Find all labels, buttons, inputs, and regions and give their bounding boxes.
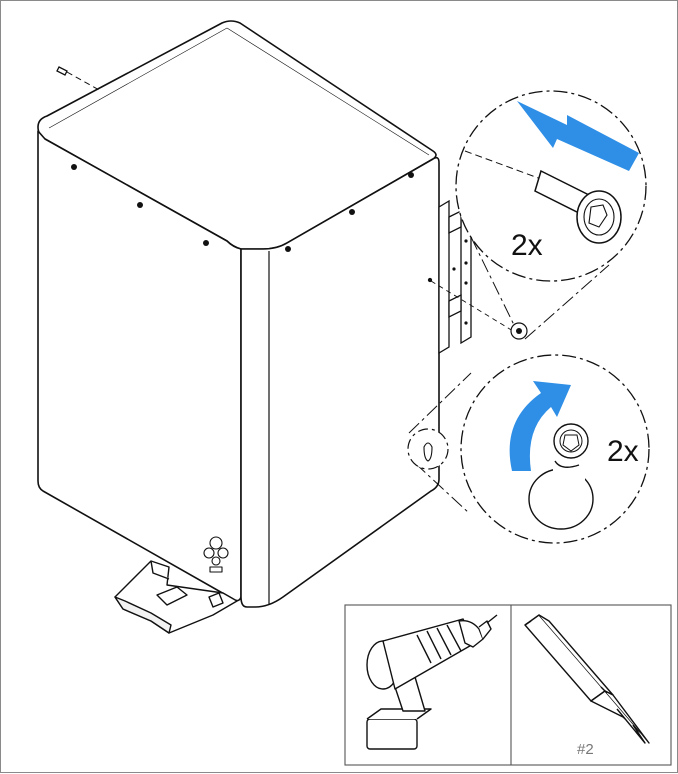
callout-bottom: 2x	[407, 354, 650, 544]
docking-tray	[114, 560, 238, 634]
wall-bracket	[427, 193, 514, 355]
top-screw	[56, 66, 102, 92]
tools-panel: #2	[344, 604, 672, 766]
bit-size-label: #2	[577, 741, 594, 758]
quantity-label-top: 2x	[511, 229, 543, 262]
keyhole-plate	[528, 423, 594, 530]
screw-icon	[464, 150, 622, 244]
cabinet-front	[240, 156, 440, 608]
brand-logo	[203, 536, 229, 573]
callout-top: 2x	[455, 90, 647, 340]
rotate-arrow-icon	[509, 381, 571, 471]
cabinet-screws	[71, 164, 414, 252]
push-arrow-icon	[517, 101, 639, 171]
cabinet-left-side	[37, 130, 242, 602]
drill-icon	[366, 614, 498, 750]
cabinet	[37, 20, 440, 608]
quantity-label-bottom: 2x	[607, 435, 639, 468]
screwdriver-bit-icon	[524, 614, 650, 744]
